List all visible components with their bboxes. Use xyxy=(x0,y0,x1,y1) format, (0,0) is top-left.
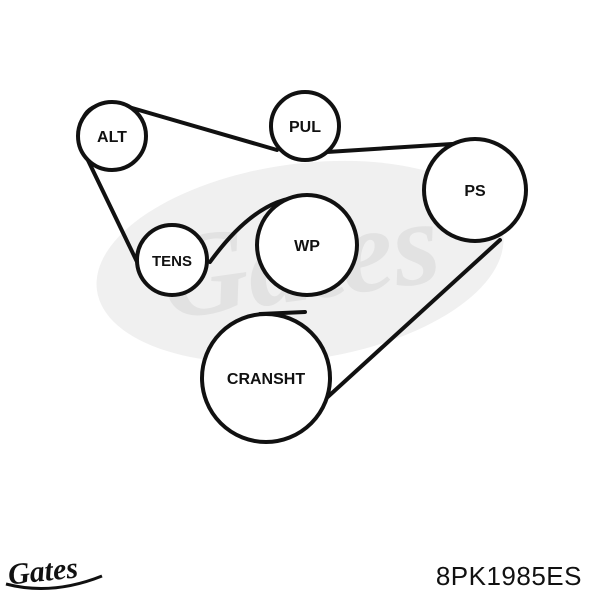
pulley-wp: WP xyxy=(255,193,359,297)
belt-segment-pul-ps xyxy=(325,141,470,154)
pulley-label-ps: PS xyxy=(464,183,486,200)
belt-segment-alt-pul xyxy=(116,102,279,152)
pulley-label-pul: PUL xyxy=(289,119,321,136)
belt-segment-ps-cransht xyxy=(318,238,502,406)
pulley-label-alt: ALT xyxy=(97,129,127,146)
pulley-label-wp: WP xyxy=(294,238,320,255)
pulley-alt: ALT xyxy=(76,100,148,172)
pulley-label-cransht: CRANSHT xyxy=(227,371,305,388)
pulley-ps: PS xyxy=(422,137,528,243)
pulley-tens: TENS xyxy=(135,223,209,297)
part-number: 8PK1985ES xyxy=(435,561,582,591)
pulley-pul: PUL xyxy=(269,90,341,162)
logo-swoosh xyxy=(5,574,103,590)
pulley-cransht: CRANSHT xyxy=(200,312,332,444)
gates-logo: Gates xyxy=(5,551,103,592)
belt-segment-tens-alt xyxy=(82,150,142,270)
logo-text: Gates xyxy=(6,551,79,591)
pulley-label-tens: TENS xyxy=(152,253,192,270)
